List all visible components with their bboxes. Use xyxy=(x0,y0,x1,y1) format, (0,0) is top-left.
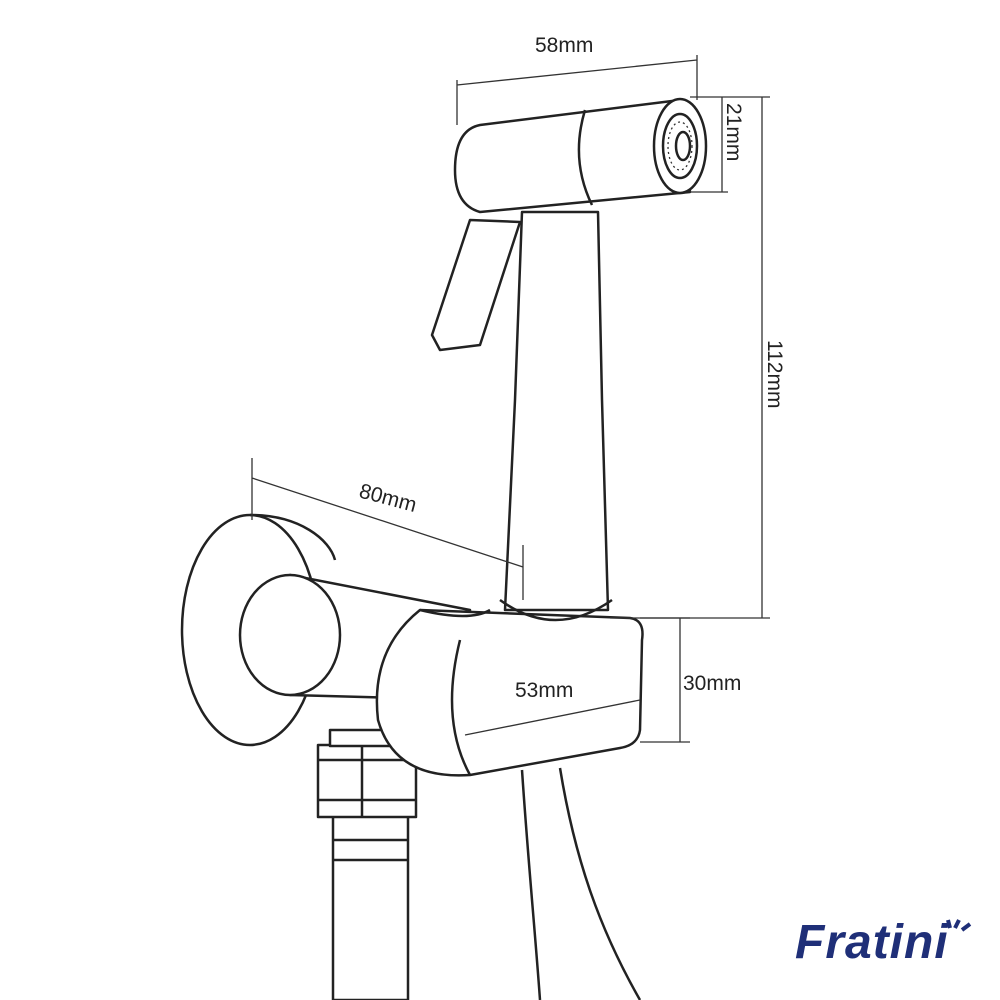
hose xyxy=(520,767,642,1000)
sprayer-handle xyxy=(503,210,610,612)
supply-pipe xyxy=(331,815,410,1000)
spray-nozzle-face xyxy=(652,97,708,195)
dimension-112mm: 112mm xyxy=(610,97,786,619)
dimension-53mm: 53mm xyxy=(464,679,641,736)
dimension-label: 58mm xyxy=(535,34,593,57)
dimension-label: 112mm xyxy=(763,340,786,408)
holder-bracket xyxy=(375,608,644,777)
dimension-30mm: 30mm xyxy=(640,617,741,743)
dimension-label: 53mm xyxy=(515,679,573,702)
dimension-label: 21mm xyxy=(722,103,745,161)
dimension-label: 80mm xyxy=(357,480,419,517)
trigger-lever xyxy=(430,218,522,352)
dimension-21mm: 21mm xyxy=(690,96,770,193)
dimension-58mm: 58mm xyxy=(456,34,698,125)
sprayer-head xyxy=(453,98,692,214)
svg-text:Fratini: Fratini xyxy=(795,916,949,969)
dimension-label: 30mm xyxy=(683,672,741,695)
fratini-logo: Fratini xyxy=(795,916,972,969)
